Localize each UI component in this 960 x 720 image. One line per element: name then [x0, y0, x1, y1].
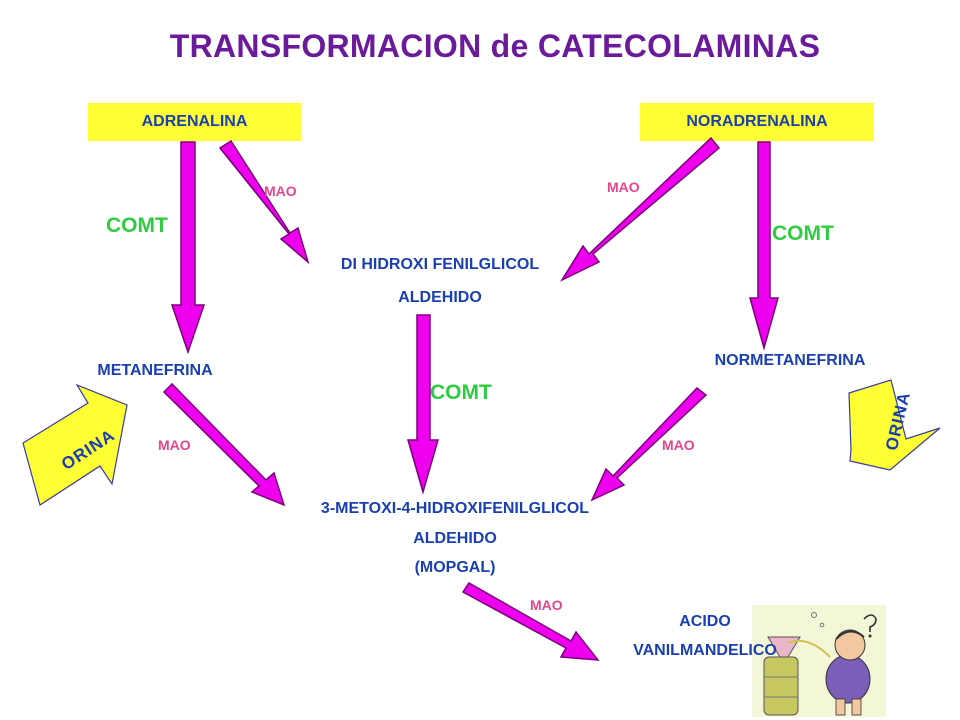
arrow-noradrenalina-to-normetanefrina	[749, 141, 779, 351]
mao-bottom-label: MAO	[530, 597, 563, 613]
comt-center-label: COMT	[430, 381, 492, 404]
page-title: TRANSFORMACION de CATECOLAMINAS	[169, 28, 821, 64]
orina-right-arrow	[848, 379, 941, 471]
arrow-normetanefrina-to-mopgal	[590, 386, 708, 502]
urine-sample-cartoon	[752, 605, 886, 717]
noradrenalina-box: NORADRENALINA	[640, 103, 874, 141]
comt-left-label: COMT	[106, 214, 168, 237]
acido-line1: ACIDO	[679, 613, 731, 630]
normetanefrina-label: NORMETANEFRINA	[714, 352, 866, 369]
mao-mid-left-label: MAO	[158, 437, 191, 453]
adrenalina-box: ADRENALINA	[88, 103, 301, 141]
metanefrina-label: METANEFRINA	[97, 362, 213, 379]
arrow-noradrenalina-to-dihidroxi	[560, 136, 721, 282]
arrow-metanefrina-to-mopgal	[162, 382, 286, 507]
arrow-dihidroxi-to-mopgal	[407, 314, 439, 495]
arrow-adrenalina-to-dihidroxi	[218, 139, 310, 265]
orina-left-arrow	[22, 383, 128, 506]
arrow-adrenalina-to-metanefrina	[170, 141, 206, 355]
mopgal-line2: ALDEHIDO	[413, 530, 497, 547]
mao-top-left-label: MAO	[264, 183, 297, 199]
arrow-mopgal-to-acido	[461, 582, 600, 661]
dihidroxi-line2: ALDEHIDO	[398, 289, 482, 306]
dihidroxi-line1: DI HIDROXI FENILGLICOL	[340, 256, 540, 273]
mopgal-line1: 3-METOXI-4-HIDROXIFENILGLICOL	[320, 500, 590, 517]
acido-line2: VANILMANDELICO	[633, 642, 777, 659]
comt-right-label: COMT	[772, 222, 834, 245]
mao-mid-right-label: MAO	[662, 437, 695, 453]
mao-top-right-label: MAO	[607, 179, 640, 195]
mopgal-line3: (MOPGAL)	[414, 559, 496, 576]
